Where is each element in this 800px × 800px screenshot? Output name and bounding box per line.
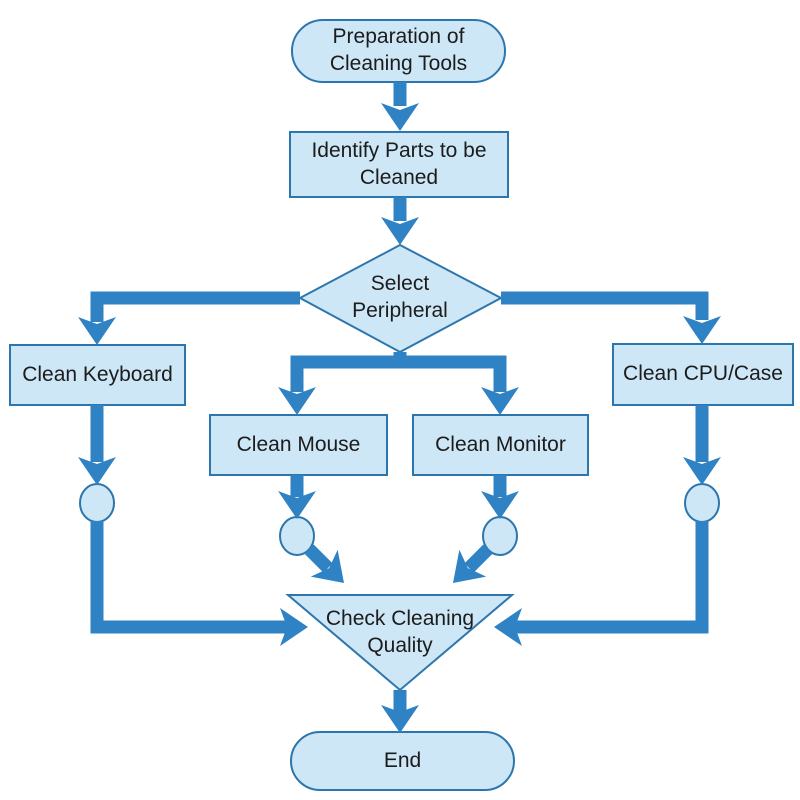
edge-keyboard-check xyxy=(90,521,287,634)
clean-mouse-process-shape xyxy=(209,414,388,476)
clean-keyboard-process-shape xyxy=(9,344,186,406)
identify-process-shape xyxy=(289,131,509,198)
edge-lines xyxy=(90,82,709,712)
edge-cpu-check xyxy=(515,521,709,634)
arrowhead-down-icon xyxy=(683,316,721,344)
start-terminator-shape xyxy=(291,19,506,83)
arrowhead-down-icon xyxy=(381,217,419,245)
end-terminator-shape xyxy=(290,731,515,791)
keyboard-connector-circle xyxy=(79,483,115,523)
clean-monitor-process-shape xyxy=(412,414,589,476)
clean-cpu-case-process-shape xyxy=(612,343,794,406)
edge-select-cpu xyxy=(501,291,709,320)
arrowhead-down-icon xyxy=(381,103,419,131)
node-shapes xyxy=(9,19,794,791)
edge-mouse-check xyxy=(304,544,333,573)
select-decision-diamond-shape xyxy=(297,243,504,354)
edge-monitor-check xyxy=(464,544,493,573)
edge-select-keyboard xyxy=(90,291,300,322)
check-merge-triangle-shape xyxy=(285,594,515,692)
cpu-connector-circle xyxy=(684,483,720,523)
